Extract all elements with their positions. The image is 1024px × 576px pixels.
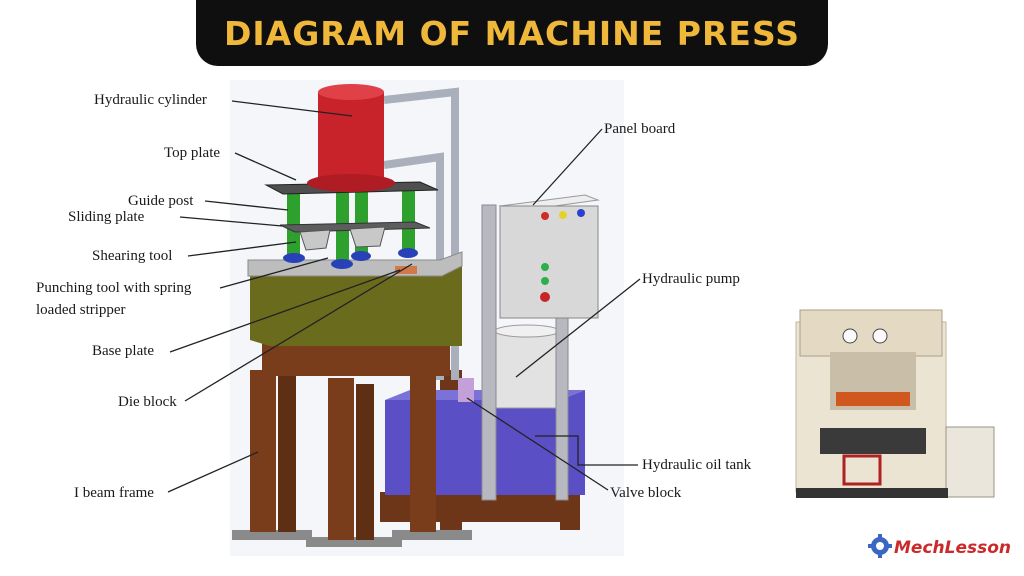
leader-hydraulic-pump: [515, 278, 641, 378]
diagram-title: Diagram of Machine Press: [224, 13, 800, 53]
panel-stand-post: [555, 299, 569, 501]
brand-logo: MechLesson: [868, 534, 1011, 562]
brand-name: MechLesson: [894, 538, 1012, 558]
label-hydraulic-pump: Hydraulic pump: [642, 271, 740, 287]
press-photo-crown: [799, 309, 943, 357]
label-base-plate: Base plate: [92, 343, 155, 359]
floor-skid: [232, 530, 312, 540]
guide-post: [287, 188, 300, 260]
panel-board: [499, 205, 599, 319]
press-photo-ram: [836, 392, 910, 406]
frame-leg: [410, 370, 436, 532]
frame-leg: [250, 370, 276, 532]
label-hydraulic-oil-tank: Hydraulic oil tank: [642, 457, 752, 473]
leader-i-beam-frame: [167, 451, 259, 493]
frame-leg: [278, 376, 296, 532]
press-photo-base: [796, 488, 948, 498]
leader-base-plate: [169, 269, 401, 353]
valve-block: [458, 378, 474, 402]
leader-lines: [167, 100, 641, 493]
leader-die-block: [184, 263, 413, 402]
panel-button: [540, 292, 550, 302]
label-sliding-plate: Sliding plate: [68, 209, 145, 225]
frame-leg: [356, 384, 374, 540]
machine-press-photo: [795, 309, 995, 498]
sliding-plate: [279, 221, 431, 233]
post-base-ring: [398, 248, 418, 258]
press-photo-gauge: [872, 328, 888, 344]
hydraulic-cylinder: [318, 92, 384, 184]
label-top-plate: Top plate: [164, 145, 221, 161]
label-punching-tool-line1: Punching tool with spring: [36, 280, 192, 296]
punching-tool: [395, 266, 417, 274]
label-guide-post: Guide post: [128, 193, 194, 209]
leader-top-plate: [234, 152, 297, 181]
shearing-tool: [299, 229, 331, 251]
leader-hydraulic-oil-tank: [535, 435, 638, 466]
post-base-ring: [331, 259, 353, 269]
floor-skid: [306, 537, 402, 547]
leader-panel-board: [532, 128, 603, 206]
hydraulic-pump-top: [494, 324, 560, 338]
hydraulic-cylinder-base: [307, 174, 395, 192]
hydraulic-cylinder-top: [318, 84, 384, 100]
post-base-ring: [351, 251, 371, 261]
leader-hydraulic-cylinder: [231, 100, 353, 117]
die-block: [250, 262, 462, 346]
leader-shearing-tool: [187, 241, 297, 257]
hydraulic-pump: [494, 329, 561, 409]
press-photo-control-box: [945, 426, 995, 498]
label-valve-block: Valve block: [610, 485, 682, 501]
post-base-ring: [283, 253, 305, 263]
shearing-tool: [349, 226, 386, 248]
floor-skid: [392, 530, 472, 540]
press-photo-guard: [842, 454, 882, 486]
leader-punching-tool: [219, 257, 329, 289]
leader-guide-post: [204, 200, 289, 211]
panel-indicator-light: [577, 209, 585, 217]
frame-leg: [328, 378, 354, 540]
label-hydraulic-cylinder: Hydraulic cylinder: [94, 92, 207, 108]
panel-button: [541, 277, 549, 285]
panel-button: [541, 263, 549, 271]
title-banner: Diagram of Machine Press: [196, 0, 828, 66]
leader-valve-block: [466, 397, 609, 491]
label-i-beam-frame: I beam frame: [74, 485, 154, 501]
label-punching-tool-line2: loaded stripper: [36, 302, 126, 318]
leader-sliding-plate: [179, 216, 283, 227]
label-die-block: Die block: [118, 394, 177, 410]
panel-indicator-light: [559, 211, 567, 219]
gear-icon: [868, 534, 892, 558]
label-panel-board: Panel board: [604, 121, 676, 137]
press-photo-gauge: [842, 328, 858, 344]
panel-indicator-light: [541, 212, 549, 220]
press-photo-bed: [820, 428, 926, 454]
panel-stand-post: [481, 204, 497, 501]
label-shearing-tool: Shearing tool: [92, 248, 173, 264]
